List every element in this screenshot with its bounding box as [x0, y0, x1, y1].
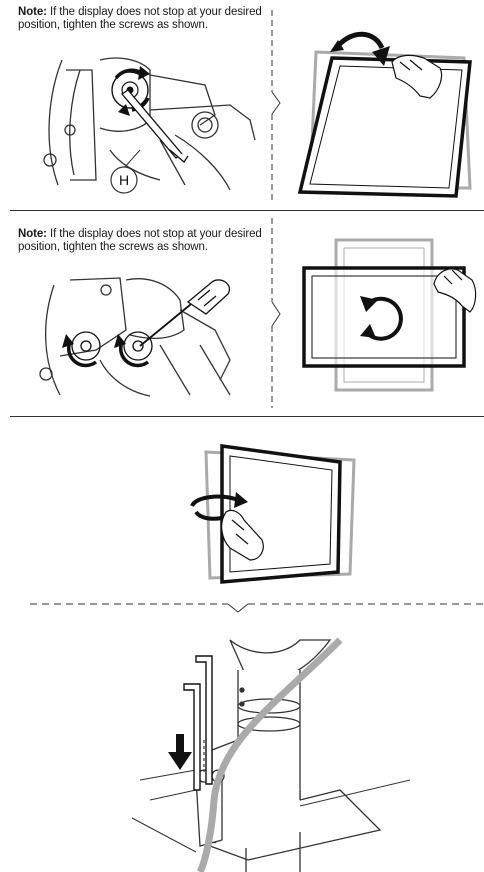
arrow-head-1a	[138, 66, 150, 80]
hand-3	[221, 509, 264, 561]
divider-1	[271, 10, 281, 200]
note-2: Note: If the display does not stop at yo…	[18, 228, 278, 253]
display-tilt	[297, 56, 472, 198]
separator-1	[10, 210, 484, 211]
hex-key-icon	[183, 655, 213, 791]
rotate-arrow-icon	[360, 296, 403, 341]
hex-key-icon	[121, 89, 189, 163]
note-2-label: Note:	[18, 228, 47, 240]
divider-2	[271, 218, 281, 408]
separator-3	[30, 603, 484, 613]
rotate-screws-arrow-icon	[66, 341, 150, 368]
swivel-arrow-icon	[190, 492, 248, 521]
arrow-head-2b	[114, 334, 126, 348]
note-1-label: Note:	[18, 6, 47, 18]
down-arrow-icon	[168, 734, 192, 770]
tool-badge	[110, 166, 138, 194]
hand-2	[433, 268, 477, 313]
callout-line	[123, 149, 141, 169]
monitor-stand	[195, 639, 382, 872]
separator-2	[10, 416, 484, 417]
cable	[196, 637, 343, 872]
arrow-head-1b	[118, 104, 130, 116]
tilt-arrow-icon	[330, 31, 390, 66]
screw-joint-2b	[123, 331, 153, 361]
screw-joint-2a	[71, 331, 101, 361]
note-2-text: If the display does not stop at your des…	[18, 228, 262, 253]
note-1: Note: If the display does not stop at yo…	[18, 6, 278, 31]
hand-1	[391, 54, 443, 99]
note-1-text: If the display does not stop at your des…	[18, 6, 262, 31]
arrow-head-2a	[62, 334, 74, 348]
screwdriver-icon	[139, 279, 231, 347]
tool-label: H	[119, 172, 129, 188]
mount-joint-2	[39, 277, 231, 397]
desk-edge	[131, 769, 411, 853]
